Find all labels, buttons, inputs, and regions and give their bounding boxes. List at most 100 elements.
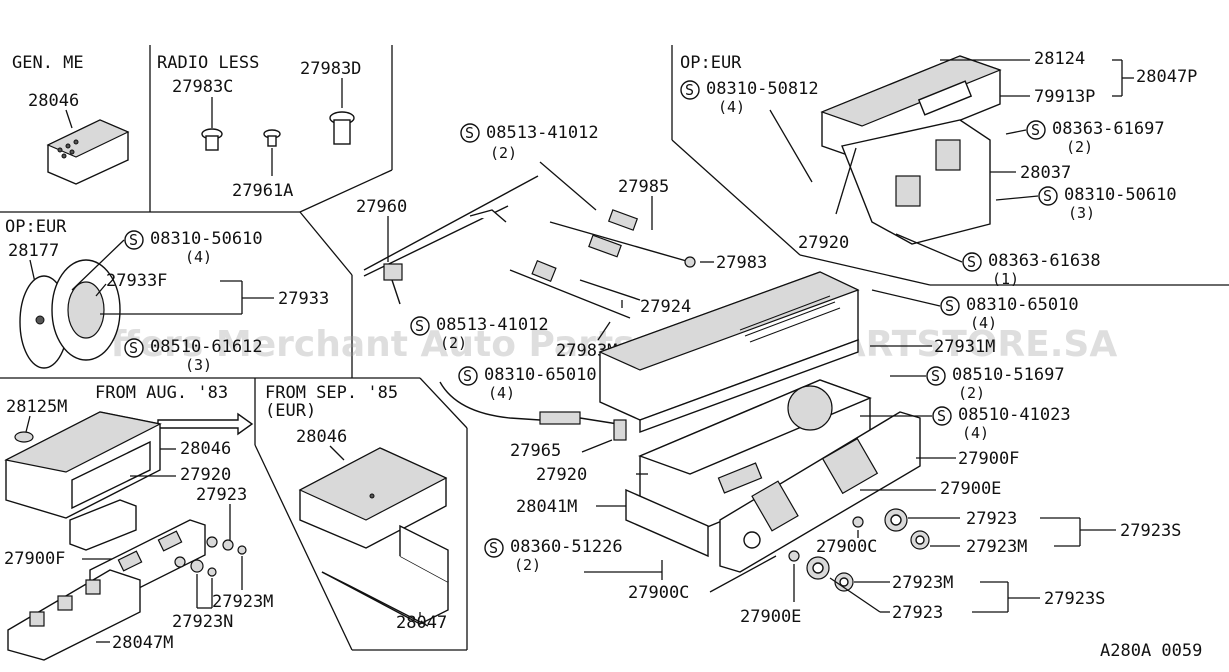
knobs-27923-icon (806, 508, 930, 592)
radio-case-27931m-icon (598, 271, 860, 434)
part-label-28046-sep85: 28046 (296, 427, 347, 447)
part-label-27900f-main: 27900F (958, 449, 1019, 469)
part-label-27920-main: 27920 (536, 465, 587, 485)
screw-qty-s12: (2) (958, 384, 985, 402)
part-label-27983c: 27983C (172, 77, 233, 97)
svg-text:S: S (129, 339, 138, 357)
screw-symbol-s11 (940, 296, 960, 316)
section-label-eur: (EUR) (265, 401, 316, 421)
part-label-27923-b: 27923 (966, 509, 1017, 529)
arrow-icon (157, 412, 254, 436)
screw-label-s12: 08510-51697 (952, 365, 1065, 385)
part-label-27983: 27983 (716, 253, 767, 273)
svg-text:S: S (489, 539, 498, 557)
part-label-27923m-b: 27923M (966, 537, 1027, 557)
part-label-27923s-b: 27923S (1044, 589, 1105, 609)
knob-28125m-icon (14, 431, 34, 443)
bracket-28037-icon (841, 119, 991, 245)
screw-label-s8: 08363-61697 (1052, 119, 1165, 139)
clip-27983c-icon (201, 128, 223, 151)
section-label-from-aug-83: FROM AUG. '83 (95, 383, 228, 403)
part-label-28037: 28037 (1020, 163, 1071, 183)
screw-symbol-s2 (124, 338, 144, 358)
svg-text:S: S (1043, 187, 1052, 205)
screw-qty-s7: (4) (718, 98, 745, 116)
screw-symbol-s5 (458, 366, 478, 386)
cable-27985-icon (549, 209, 696, 268)
part-label-27923-aug83: 27923 (196, 485, 247, 505)
part-label-27960: 27960 (356, 197, 407, 217)
part-label-27933: 27933 (278, 289, 329, 309)
watermark: Offers Merchant Auto Parts Catalog PARTS… (80, 324, 1117, 365)
screw-qty-s13: (4) (962, 424, 989, 442)
svg-text:S: S (937, 407, 946, 425)
svg-text:S: S (967, 253, 976, 271)
knob-27900e-icon (788, 550, 800, 562)
svg-text:S: S (685, 81, 694, 99)
diagram-code: A280A 0059 (1100, 641, 1202, 661)
part-label-27923-c: 27923 (892, 603, 943, 623)
part-label-27931m: 27931M (934, 337, 995, 357)
svg-text:S: S (931, 367, 940, 385)
svg-text:S: S (463, 367, 472, 385)
screw-qty-s4: (2) (440, 334, 467, 352)
part-label-27920-op-eur: 27920 (798, 233, 849, 253)
part-label-27900c-a: 27900C (628, 583, 689, 603)
screw-symbol-s1 (124, 230, 144, 250)
antenna-27960-icon (363, 175, 539, 305)
part-label-27923n: 27923N (172, 612, 233, 632)
svg-text:S: S (415, 317, 424, 335)
radio-cover-sep85-icon (298, 447, 448, 549)
screw-symbol-s13 (932, 406, 952, 426)
screw-label-s11: 08310-65010 (966, 295, 1079, 315)
part-label-27923m-c: 27923M (892, 573, 953, 593)
svg-text:S: S (129, 231, 138, 249)
part-label-28047m: 28047M (112, 633, 173, 653)
bezel-28041m-icon (625, 488, 709, 558)
part-label-28124: 28124 (1034, 49, 1085, 69)
svg-text:S: S (465, 124, 474, 142)
svg-text:S: S (1031, 121, 1040, 139)
part-label-27900c-b: 27900C (816, 537, 877, 557)
screw-label-s13: 08510-41023 (958, 405, 1071, 425)
screw-label-s9: 08310-50610 (1064, 185, 1177, 205)
section-label-from-sep-85: FROM SEP. '85 (265, 383, 398, 403)
screw-symbol-s3 (460, 123, 480, 143)
speaker-27933-icon (19, 259, 121, 369)
screw-label-s2: 08510-61612 (150, 337, 263, 357)
antenna-lead-27965-icon (439, 381, 627, 441)
part-label-27923s-a: 27923S (1120, 521, 1181, 541)
screw-symbol-s8 (1026, 120, 1046, 140)
part-label-27920-aug83: 27920 (180, 465, 231, 485)
clip-27961a-icon (263, 129, 281, 147)
part-label-28047p: 28047P (1136, 67, 1197, 87)
screw-label-s1: 08310-50610 (150, 229, 263, 249)
part-label-27900e-b: 27900E (740, 607, 801, 627)
screw-label-s4: 08513-41012 (436, 315, 549, 335)
clip-27983d-icon (329, 111, 355, 145)
screw-symbol-s9 (1038, 186, 1058, 206)
part-label-27900e-a: 27900E (940, 479, 1001, 499)
part-label-27985: 27985 (618, 177, 669, 197)
screw-symbol-s12 (926, 366, 946, 386)
radio-blank-cover-icon (46, 119, 130, 185)
screw-qty-s9: (3) (1068, 204, 1095, 222)
cassette-faceplate-28124-icon (820, 55, 1002, 161)
screw-qty-s8: (2) (1066, 138, 1093, 156)
screw-symbol-s4 (410, 316, 430, 336)
section-label-op-eur-speaker: OP:EUR (5, 217, 67, 237)
part-label-28047-sep85: 28047 (396, 613, 447, 633)
screw-label-s5: 08310-65010 (484, 365, 597, 385)
screw-qty-s10: (1) (992, 270, 1019, 288)
part-label-28041m: 28041M (516, 497, 577, 517)
faceplate-27900f-icon (719, 411, 921, 573)
screw-symbol-s7 (680, 80, 700, 100)
knobs-aug83-icon (174, 536, 247, 577)
part-label-28177: 28177 (8, 241, 59, 261)
part-label-27965: 27965 (510, 441, 561, 461)
screw-label-s3: 08513-41012 (486, 123, 599, 143)
part-label-27924: 27924 (640, 297, 691, 317)
part-label-27933f: 27933F (106, 271, 167, 291)
screw-qty-s2: (3) (185, 356, 212, 374)
